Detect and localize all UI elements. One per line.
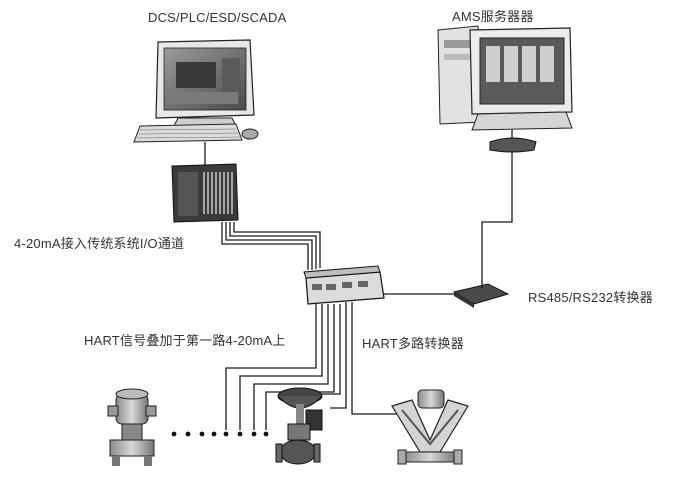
ams-server-label: AMS服务器器 (452, 9, 534, 24)
rs485-converter-label: RS485/RS232转换器 (528, 290, 653, 305)
flowmeter-icon (391, 389, 469, 465)
ellipsis-dots (171, 431, 269, 437)
hart-multiplexer-icon (303, 265, 385, 305)
ams-server-icon (437, 25, 573, 131)
dcs-workstation-label: DCS/PLC/ESD/SCADA (148, 10, 287, 25)
pressure-transmitter-icon (107, 388, 157, 466)
control-valve-icon (275, 387, 323, 465)
dcs-workstation-icon (133, 39, 259, 143)
io-rack-icon (171, 163, 239, 223)
hart-overlay-label: HART信号叠加于第一路4-20mA上 (84, 333, 286, 348)
wiring (204, 130, 513, 430)
hart-mux-label: HART多路转换器 (362, 336, 464, 351)
serial-adapter-icon (489, 137, 537, 153)
rs485-converter-icon (452, 283, 510, 308)
io-channel-label: 4-20mA接入传统系统I/O通道 (14, 236, 185, 251)
